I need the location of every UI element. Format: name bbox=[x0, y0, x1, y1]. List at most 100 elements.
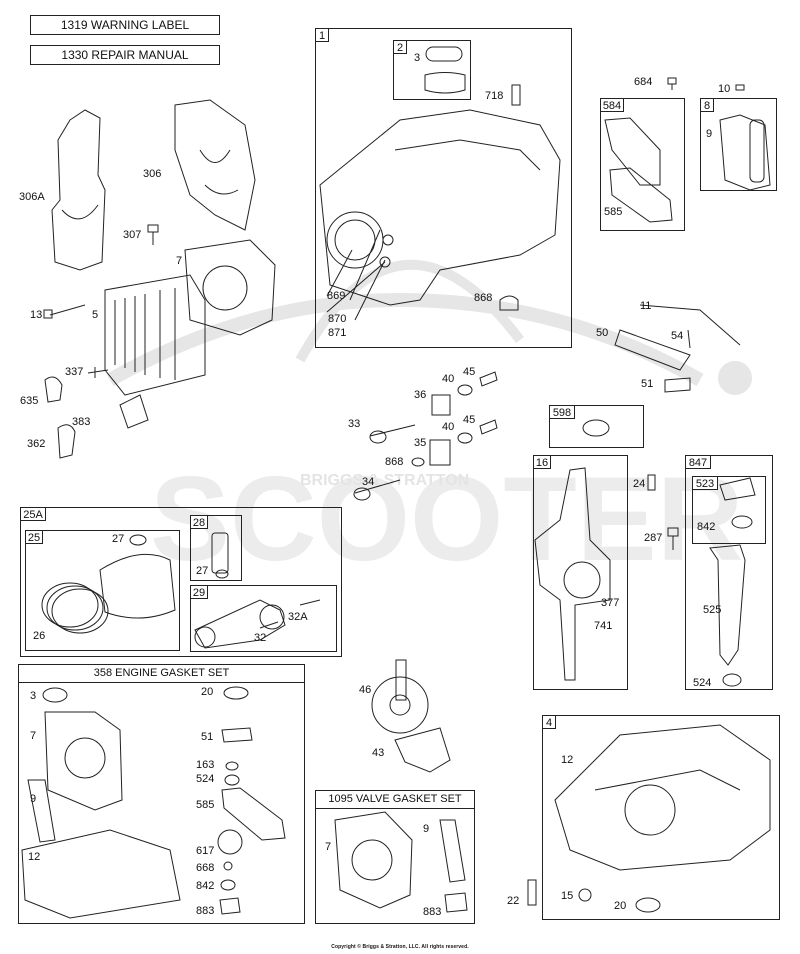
callout-50: 50 bbox=[596, 327, 609, 339]
callout-45: 45 bbox=[463, 366, 476, 378]
repair-manual-title: 1330 REPAIR MANUAL bbox=[30, 45, 220, 65]
callout-7: 7 bbox=[325, 841, 332, 853]
kit-frame-1 bbox=[315, 28, 572, 348]
callout-868: 868 bbox=[474, 292, 493, 304]
kit-tag-584: 584 bbox=[600, 98, 624, 112]
callout-20: 20 bbox=[614, 900, 627, 912]
callout-20: 20 bbox=[201, 686, 214, 698]
kit-tag-8: 8 bbox=[700, 98, 714, 112]
sump-drawing bbox=[554, 724, 771, 871]
callout-524: 524 bbox=[196, 773, 215, 785]
kit-frame-2 bbox=[393, 40, 471, 100]
kit-frame-584 bbox=[600, 98, 685, 231]
piston-drawing bbox=[99, 553, 176, 619]
callout-9: 9 bbox=[30, 793, 37, 805]
callout-362: 362 bbox=[27, 438, 46, 450]
valve-gasket-set-title: 1095 VALVE GASKET SET bbox=[316, 791, 474, 809]
callout-40: 40 bbox=[442, 421, 455, 433]
callout-306: 306 bbox=[143, 168, 162, 180]
callout-35: 35 bbox=[414, 437, 427, 449]
callout-34: 34 bbox=[362, 476, 375, 488]
kit-frame-847 bbox=[685, 455, 773, 690]
callout-11: 11 bbox=[640, 300, 652, 312]
callout-54: 54 bbox=[671, 330, 684, 342]
kit-frame-4 bbox=[542, 715, 780, 920]
kit-tag-1: 1 bbox=[315, 28, 329, 42]
callout-7: 7 bbox=[30, 730, 37, 742]
callout-307: 307 bbox=[123, 229, 142, 241]
shield-306-drawing bbox=[174, 99, 256, 231]
kit-tag-2: 2 bbox=[393, 40, 407, 54]
head-gasket-drawing bbox=[184, 239, 276, 336]
engine-gasket-set-title: 358 ENGINE GASKET SET bbox=[19, 665, 304, 683]
callout-9: 9 bbox=[706, 128, 713, 140]
callout-842: 842 bbox=[196, 880, 215, 892]
callout-27: 27 bbox=[196, 565, 209, 577]
callout-306a: 306A bbox=[19, 191, 45, 203]
callout-32: 32 bbox=[254, 632, 267, 644]
callout-51: 51 bbox=[201, 731, 214, 743]
callout-24: 24 bbox=[633, 478, 646, 490]
callout-27: 27 bbox=[112, 533, 125, 545]
watermark-brand-big: SCOOTER bbox=[150, 452, 743, 586]
kit-frame-16 bbox=[533, 455, 628, 690]
kit-frame-25a bbox=[20, 507, 342, 657]
kit-tag-598: 598 bbox=[549, 405, 575, 419]
valve-gasket-set-frame: 1095 VALVE GASKET SET bbox=[315, 790, 475, 924]
cylinder-block-drawing bbox=[319, 109, 561, 306]
callout-635: 635 bbox=[20, 395, 39, 407]
callout-51: 51 bbox=[641, 378, 654, 390]
kit-frame-28 bbox=[190, 515, 242, 581]
callout-7: 7 bbox=[176, 255, 183, 267]
kit-frame-25 bbox=[25, 530, 180, 651]
copyright-notice: Copyright © Briggs & Stratton, LLC. All … bbox=[331, 944, 469, 950]
callout-617: 617 bbox=[196, 845, 215, 857]
callout-32a: 32A bbox=[288, 611, 308, 623]
kit-frame-598 bbox=[549, 405, 644, 448]
callout-9: 9 bbox=[423, 823, 430, 835]
callout-525: 525 bbox=[703, 604, 722, 616]
callout-45: 45 bbox=[463, 414, 476, 426]
watermark-logo bbox=[106, 259, 752, 395]
callout-337: 337 bbox=[65, 366, 84, 378]
watermark-brand-small: BRIGGS & STRATTON bbox=[300, 472, 469, 489]
shield-306a-drawing bbox=[51, 109, 106, 271]
callout-883: 883 bbox=[423, 906, 442, 918]
callout-10: 10 bbox=[718, 83, 731, 95]
callout-883: 883 bbox=[196, 905, 215, 917]
callout-377: 377 bbox=[601, 597, 620, 609]
callout-585: 585 bbox=[604, 206, 623, 218]
kit-tag-4: 4 bbox=[542, 715, 556, 729]
kit-tag-28: 28 bbox=[190, 515, 208, 529]
kit-tag-25: 25 bbox=[25, 530, 43, 544]
callout-163: 163 bbox=[196, 759, 215, 771]
callout-842: 842 bbox=[697, 521, 716, 533]
kit-frame-523 bbox=[692, 476, 766, 544]
callout-13: 13 bbox=[30, 309, 43, 321]
callout-12: 12 bbox=[561, 754, 574, 766]
kit-tag-16: 16 bbox=[533, 455, 551, 469]
kit-tag-25a: 25A bbox=[20, 507, 46, 521]
kit-tag-847: 847 bbox=[685, 455, 711, 469]
callout-868: 868 bbox=[385, 456, 404, 468]
callout-22: 22 bbox=[507, 895, 520, 907]
callout-741: 741 bbox=[594, 620, 613, 632]
kit-tag-523: 523 bbox=[692, 476, 718, 490]
callout-383: 383 bbox=[72, 416, 91, 428]
kit-tag-29: 29 bbox=[190, 585, 208, 599]
callout-43: 43 bbox=[372, 747, 385, 759]
callout-3: 3 bbox=[30, 690, 37, 702]
callout-3: 3 bbox=[414, 52, 421, 64]
callout-870: 870 bbox=[328, 313, 347, 325]
callout-524: 524 bbox=[693, 677, 712, 689]
callout-5: 5 bbox=[92, 309, 99, 321]
callout-718: 718 bbox=[485, 90, 504, 102]
callout-668: 668 bbox=[196, 862, 215, 874]
callout-869: 869 bbox=[327, 290, 346, 302]
warning-label-title: 1319 WARNING LABEL bbox=[30, 15, 220, 35]
callout-684: 684 bbox=[634, 76, 653, 88]
callout-33: 33 bbox=[348, 418, 361, 430]
callout-12: 12 bbox=[28, 851, 41, 863]
connecting-rod-drawing bbox=[194, 599, 286, 649]
